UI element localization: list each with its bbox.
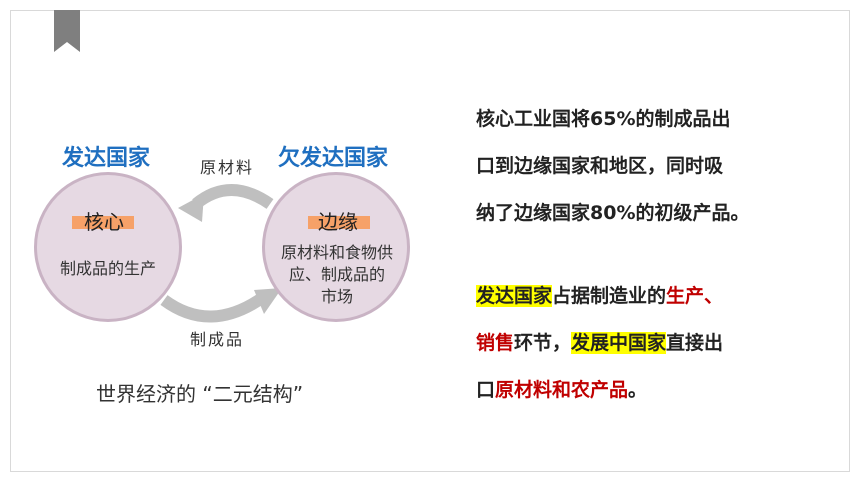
diagram-caption: 世界经济的 “二元结构” — [96, 382, 304, 406]
red-raw-materials: 原材料和农产品 — [495, 379, 629, 401]
developed-countries-label: 发达国家 — [62, 146, 151, 171]
periphery-line-1: 原材料和食物供 — [280, 243, 393, 262]
top-arc-arrow — [192, 184, 274, 210]
periphery-description: 原材料和食物供 应、制成品的 市场 — [264, 242, 410, 308]
paragraph-gap — [476, 237, 828, 273]
para2-line3-text: 口 — [476, 379, 496, 401]
para2-line3-end: 。 — [628, 379, 648, 401]
para1-line-2: 口到边缘国家和地区，同时吸 — [476, 155, 724, 177]
dual-structure-diagram: 发达国家 欠发达国家 原材料 制成品 核心 制成品的生产 边缘 原材料和食物供 … — [0, 0, 440, 420]
para2-line-2: 销售环节，发展中国家直接出 — [476, 320, 828, 367]
para2-line2-text2: 直接出 — [666, 332, 724, 354]
periphery-circle — [262, 172, 410, 322]
core-description: 制成品的生产 — [59, 259, 156, 278]
raw-materials-arrow-label: 原材料 — [200, 158, 255, 177]
periphery-title: 边缘 — [318, 210, 358, 234]
highlight-developing: 发展中国家 — [571, 332, 667, 354]
red-sales: 销售 — [476, 332, 515, 354]
highlight-developed: 发达国家 — [476, 285, 553, 307]
flow-arrows — [160, 184, 282, 323]
para2-line2-text: 环节， — [514, 332, 572, 354]
core-title: 核心 — [84, 210, 124, 234]
top-arrowhead-icon — [178, 194, 204, 222]
explanation-text: 核心工业国将65%的制成品出 口到边缘国家和地区，同时吸 纳了边缘国家80%的初… — [476, 96, 828, 414]
underdeveloped-countries-label: 欠发达国家 — [278, 146, 389, 171]
periphery-line-3: 市场 — [320, 287, 353, 306]
para2-line1-text: 占据制造业的 — [552, 285, 667, 307]
core-highlight-bar — [72, 216, 134, 229]
para1-line-1: 核心工业国将65%的制成品出 — [476, 108, 731, 130]
bottom-arrowhead-icon — [254, 288, 282, 314]
periphery-line-2: 应、制成品的 — [288, 265, 385, 284]
para2-line-3: 口原材料和农产品。 — [476, 367, 828, 414]
core-circle — [34, 172, 182, 322]
para1-line-3: 纳了边缘国家80%的初级产品。 — [476, 202, 750, 224]
periphery-highlight-bar — [308, 216, 370, 229]
manufactured-goods-arrow-label: 制成品 — [190, 330, 245, 349]
bookmark-icon — [54, 10, 80, 52]
bottom-arc-arrow — [160, 293, 266, 323]
red-production: 生产、 — [666, 285, 724, 307]
para2-line-1: 发达国家占据制造业的生产、 — [476, 273, 828, 320]
